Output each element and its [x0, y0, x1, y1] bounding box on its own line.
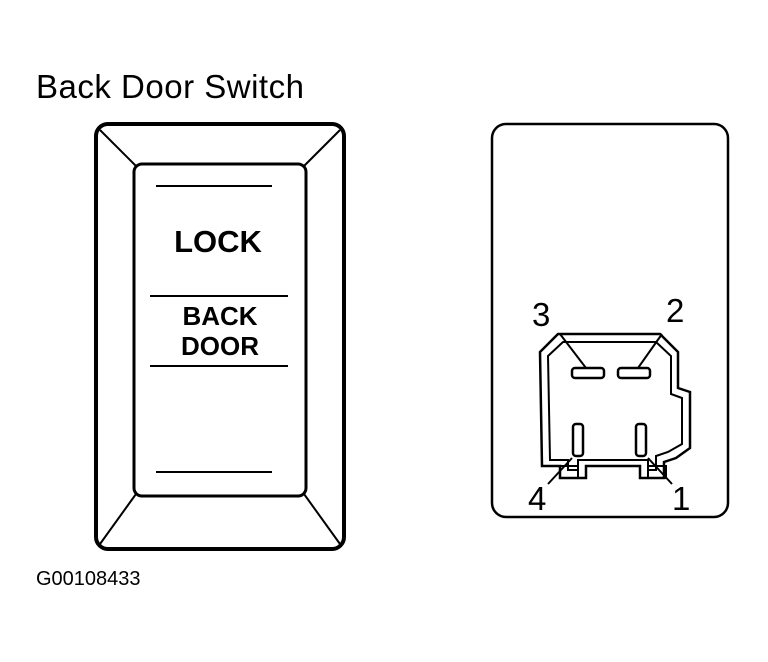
- pin-label-3: 3: [532, 296, 550, 333]
- back-door-switch: LOCK BACK DOOR: [94, 122, 346, 551]
- leader-line-2: [637, 333, 663, 369]
- leader-line-1: [647, 457, 673, 485]
- bevel-line: [303, 493, 341, 545]
- diagram-title: Back Door Switch: [36, 68, 305, 105]
- bevel-line: [99, 493, 137, 545]
- bevel-line: [303, 129, 341, 167]
- pin-label-4: 4: [528, 480, 546, 517]
- connector-tab: [647, 465, 667, 479]
- bevel-line: [99, 129, 137, 167]
- connector-housing-inner: [546, 341, 683, 471]
- switch-outer-frame: [94, 122, 346, 551]
- connector-frame: [490, 122, 730, 519]
- switch-label-back: BACK: [182, 301, 257, 331]
- terminal-1: [634, 422, 648, 458]
- terminal-4: [571, 422, 585, 458]
- terminal-2: [616, 366, 652, 380]
- figure-id: G00108433: [36, 568, 141, 590]
- leader-line-3: [559, 333, 587, 369]
- switch-label-lock: LOCK: [174, 224, 262, 259]
- terminal-3: [570, 366, 606, 380]
- leader-line-4: [547, 457, 573, 485]
- pin-label-2: 2: [666, 292, 684, 329]
- pin-label-1: 1: [672, 480, 690, 517]
- connector-housing: [538, 332, 692, 480]
- connector-view: 3 2 4 1: [490, 122, 730, 519]
- switch-inner-panel: [132, 162, 308, 498]
- switch-label-door: DOOR: [181, 331, 259, 361]
